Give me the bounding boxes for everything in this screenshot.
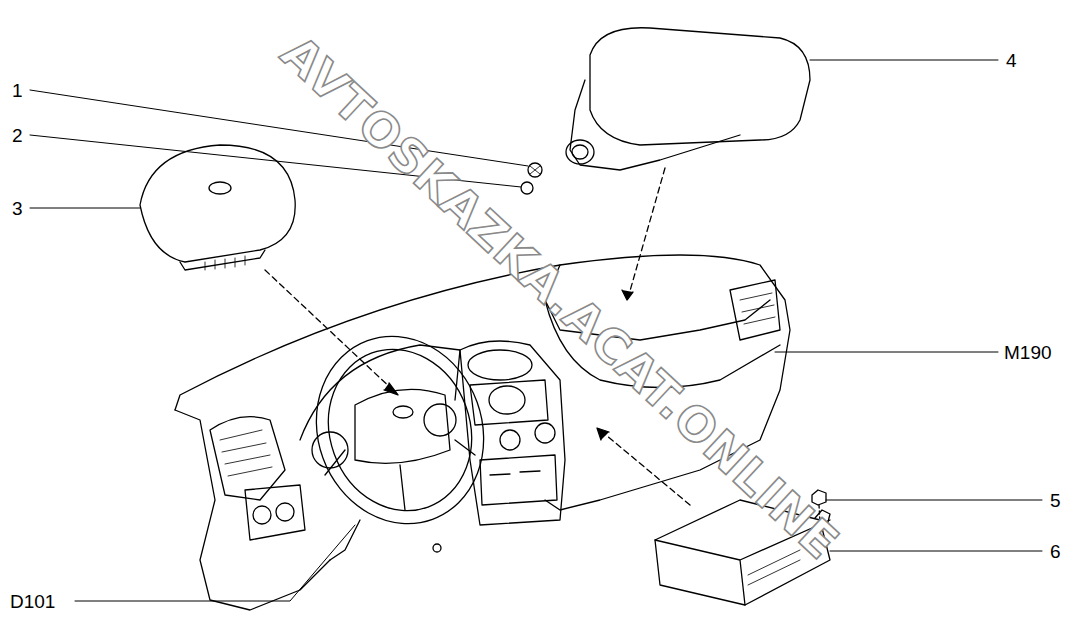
callout-number: 6 bbox=[1050, 542, 1061, 561]
callout-number: 3 bbox=[12, 199, 23, 218]
callout-number: 5 bbox=[1050, 491, 1061, 510]
part-code: D101 bbox=[10, 592, 55, 611]
callout-number: 1 bbox=[12, 81, 23, 100]
part-code: M190 bbox=[1004, 343, 1052, 362]
callout-number: 2 bbox=[12, 126, 23, 145]
watermark: AVTOSKAZKA.ACAT.ONLINE bbox=[273, 27, 847, 566]
callout-number: 4 bbox=[1006, 51, 1017, 70]
